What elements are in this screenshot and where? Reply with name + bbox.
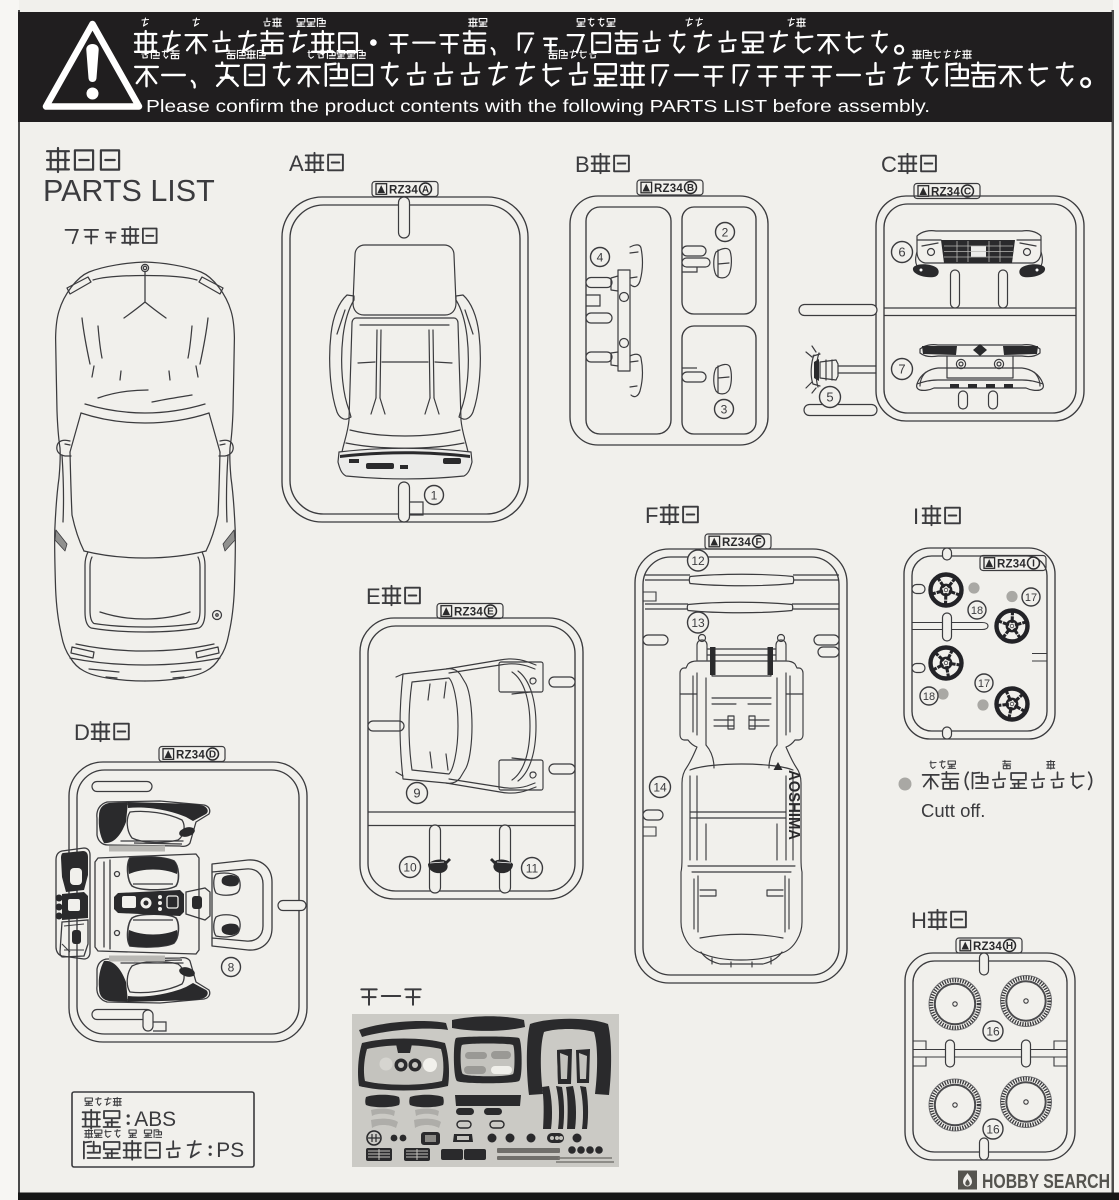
svg-text:B: B xyxy=(687,183,694,194)
svg-text:HOBBY SEARCH: HOBBY SEARCH xyxy=(982,1171,1110,1193)
svg-text:ABS: ABS xyxy=(134,1108,176,1131)
svg-text:RZ34: RZ34 xyxy=(654,183,683,195)
svg-text:C: C xyxy=(964,187,971,198)
svg-text:11: 11 xyxy=(526,861,539,875)
svg-text:F: F xyxy=(645,503,658,528)
svg-text:RZ34: RZ34 xyxy=(176,749,205,761)
svg-text:RZ34: RZ34 xyxy=(454,606,483,618)
svg-text:17: 17 xyxy=(978,678,990,690)
svg-text:PS: PS xyxy=(216,1139,244,1162)
svg-text:6: 6 xyxy=(898,245,905,260)
svg-text:D: D xyxy=(209,750,216,761)
svg-text:H: H xyxy=(911,908,927,933)
svg-text:I: I xyxy=(1032,559,1035,570)
svg-text:RZ34: RZ34 xyxy=(389,184,418,196)
svg-text:PARTS LIST: PARTS LIST xyxy=(43,174,215,208)
svg-text:H: H xyxy=(1006,941,1013,952)
svg-text:E: E xyxy=(487,607,494,618)
svg-text:AOSHIMA: AOSHIMA xyxy=(785,770,802,840)
svg-text:7: 7 xyxy=(898,362,905,377)
svg-text:Cutt off.: Cutt off. xyxy=(921,800,985,821)
svg-text:RZ34: RZ34 xyxy=(722,537,751,549)
svg-text:D: D xyxy=(74,720,90,745)
svg-text:B: B xyxy=(575,152,590,177)
svg-text:Please confirm the product con: Please confirm the product contents with… xyxy=(146,96,930,116)
svg-text:2: 2 xyxy=(722,225,729,239)
svg-text:16: 16 xyxy=(986,1122,1000,1136)
svg-text:C: C xyxy=(881,152,897,177)
svg-text:12: 12 xyxy=(691,554,705,568)
svg-text:10: 10 xyxy=(403,860,417,874)
svg-text:8: 8 xyxy=(228,960,235,974)
svg-text:5: 5 xyxy=(826,390,833,405)
svg-text:1: 1 xyxy=(431,488,438,502)
svg-text:9: 9 xyxy=(413,786,420,801)
svg-text:13: 13 xyxy=(691,616,705,630)
svg-text:F: F xyxy=(755,537,761,548)
svg-text:E: E xyxy=(366,584,381,609)
svg-text:18: 18 xyxy=(923,691,935,703)
svg-text:A: A xyxy=(422,185,429,196)
svg-text:17: 17 xyxy=(1025,592,1037,604)
svg-text:14: 14 xyxy=(653,780,667,794)
svg-text:I: I xyxy=(913,504,919,529)
svg-text:3: 3 xyxy=(721,402,728,416)
svg-text:4: 4 xyxy=(597,250,604,264)
svg-text:16: 16 xyxy=(986,1024,1000,1038)
svg-text:RZ34: RZ34 xyxy=(997,558,1026,570)
svg-text:RZ34: RZ34 xyxy=(931,186,960,198)
svg-text:RZ34: RZ34 xyxy=(973,941,1002,953)
svg-text:18: 18 xyxy=(971,605,983,617)
svg-text:A: A xyxy=(289,151,304,176)
